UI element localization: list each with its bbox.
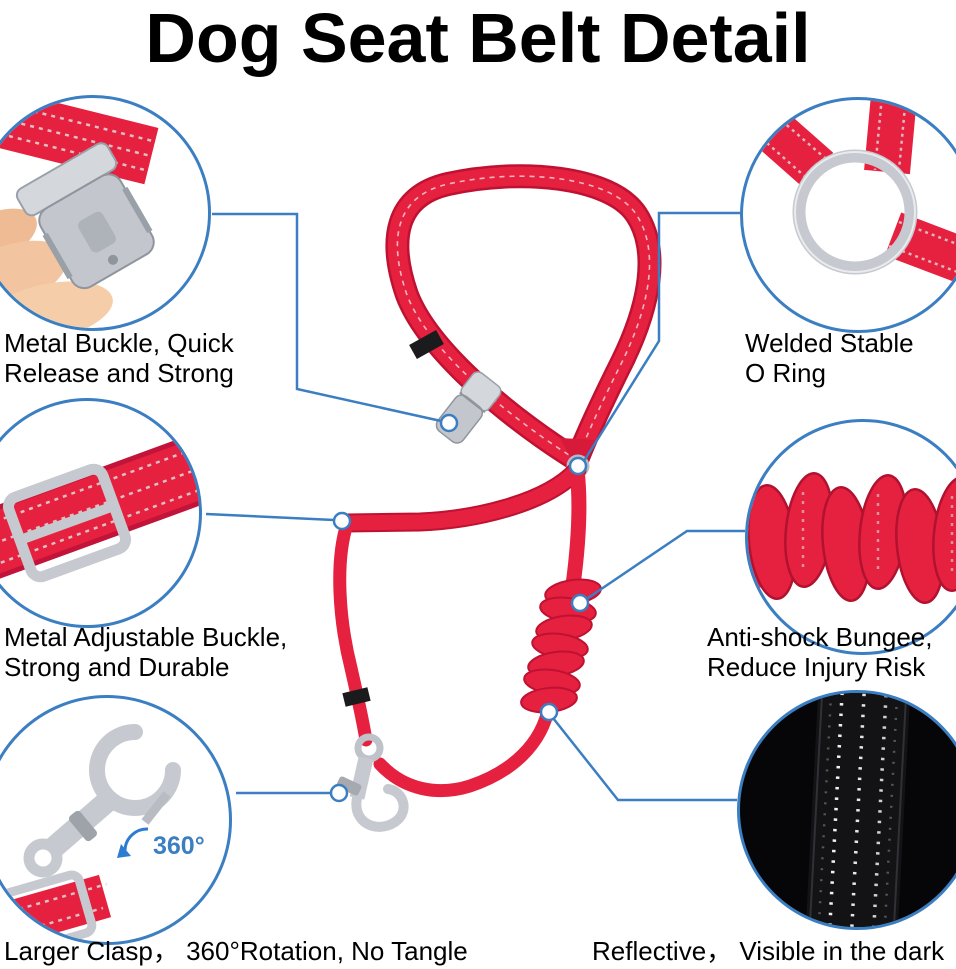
connector-oring	[582, 211, 741, 462]
rotation-arrow-head	[117, 844, 131, 858]
stitch-line	[0, 488, 199, 565]
rotation-annotation: 360°	[117, 827, 205, 860]
label-line: Strong and Durable	[4, 652, 230, 682]
connector-point-markers	[329, 413, 590, 803]
point-marker	[439, 413, 459, 433]
bungee-fold	[932, 476, 956, 592]
callout-connector-lines	[205, 211, 745, 802]
clasp-detail-art: 360°	[0, 724, 205, 942]
strap-edge	[808, 693, 824, 927]
adjuster-detail-art	[0, 431, 199, 583]
stitch-line	[743, 120, 810, 181]
hook-curl	[351, 784, 409, 832]
connector-adjuster	[205, 512, 335, 522]
stitch-line	[0, 445, 199, 522]
bungee-coil-large	[748, 472, 956, 604]
o-ring-highlight	[794, 151, 916, 273]
callout-label-oring: Welded Stable O Ring	[745, 328, 914, 388]
callout-label-buckle: Metal Buckle, Quick Release and Strong	[4, 328, 234, 388]
hook-bolt-knob	[336, 776, 362, 796]
slider-center-bar	[18, 501, 116, 545]
point-marker	[329, 783, 349, 803]
label-line: Reduce Injury Risk	[707, 652, 926, 682]
metal-slider-buckle	[2, 463, 132, 583]
strap-red	[864, 100, 917, 175]
buckle-rivet	[108, 254, 118, 265]
reflective-stitch-line	[849, 693, 867, 927]
rotation-arrow-arc	[123, 827, 149, 851]
label-line: Welded Stable	[745, 328, 914, 358]
reflective-detail-photo	[737, 690, 956, 930]
buckle-detail-photo	[0, 95, 211, 331]
adjuster-detail-photo	[0, 398, 202, 628]
oring-detail-art	[743, 100, 956, 283]
point-marker	[570, 593, 590, 613]
stitch-line	[0, 467, 199, 543]
label-line: Reflective， Visible in the dark	[592, 936, 945, 966]
rotation-badge: 360°	[153, 832, 205, 860]
label-line: Metal Buckle, Quick	[4, 328, 234, 358]
reflective-detail-art	[805, 693, 911, 927]
leash-upper-strap	[338, 462, 585, 531]
leash-black-band	[342, 687, 371, 707]
point-marker	[332, 511, 352, 531]
hook-eye	[354, 733, 384, 763]
page-title: Dog Seat Belt Detail	[145, 0, 811, 77]
leash-to-bungee-strap	[565, 462, 587, 593]
buckle-center-tab	[78, 211, 116, 253]
connector-bungee	[584, 529, 745, 602]
stitch-line	[897, 100, 907, 171]
bolt-snap-clasp	[23, 724, 181, 878]
point-marker	[568, 456, 588, 476]
buckle-detail-art	[0, 98, 159, 328]
buckle-side-prong	[122, 186, 153, 234]
stitch-line	[0, 882, 108, 916]
clasp-eye	[23, 838, 63, 878]
buckle-seam	[459, 391, 486, 414]
callout-label-adjuster: Metal Adjustable Buckle, Strong and Dura…	[4, 622, 287, 682]
label-line: O Ring	[745, 358, 826, 388]
seat-belt-product-photo	[333, 164, 662, 832]
strap-dark	[805, 693, 911, 927]
callout-label-reflective: Reflective， Visible in the dark	[592, 936, 944, 966]
buckle-side-prong	[42, 232, 73, 280]
leash-left-strap	[333, 517, 373, 747]
collar-black-band	[409, 330, 444, 359]
label-line: Release and Strong	[4, 358, 234, 388]
callout-label-clasp: Larger Clasp， 360°Rotation, No Tangle	[4, 936, 468, 966]
snap-hook	[336, 733, 409, 832]
connector-buckle	[212, 212, 442, 423]
bungee-detail-photo	[745, 419, 956, 655]
bungee-detail-art	[748, 472, 956, 604]
dark-strap	[805, 693, 911, 927]
collar-stitch-line	[396, 175, 651, 461]
leash-lower-strap	[373, 699, 556, 798]
clasp-bolt-knob	[68, 810, 98, 842]
metal-o-ring	[792, 149, 918, 275]
point-marker	[539, 702, 559, 722]
reflective-stitch-line	[827, 693, 845, 927]
metal-side-release-buckle	[15, 142, 155, 290]
label-line: Metal Adjustable Buckle,	[4, 622, 288, 652]
strap-edge	[891, 693, 908, 927]
clasp-gate	[141, 791, 171, 825]
label-line: Larger Clasp， 360°Rotation, No Tangle	[4, 936, 468, 966]
reflective-stitch-line	[871, 693, 889, 927]
callout-label-bungee: Anti-shock Bungee, Reduce Injury Risk	[707, 622, 932, 682]
connector-reflective	[552, 717, 737, 802]
label-line: Anti-shock Bungee,	[707, 622, 933, 652]
